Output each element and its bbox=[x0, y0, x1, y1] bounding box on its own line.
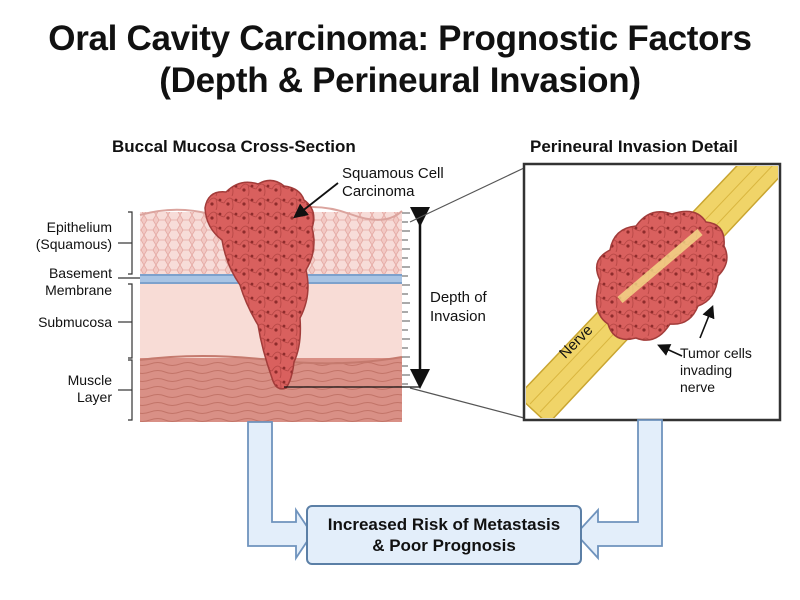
tumor-cells-line-1: Tumor cells bbox=[680, 345, 752, 361]
tumor-label: Squamous Cell Carcinoma bbox=[342, 165, 444, 201]
outcome-box: Increased Risk of Metastasis & Poor Prog… bbox=[306, 505, 582, 565]
left-flow-arrow bbox=[247, 421, 314, 561]
tumor-pointer bbox=[293, 182, 339, 219]
depth-ruler bbox=[402, 212, 410, 385]
cross-section-heading: Buccal Mucosa Cross-Section bbox=[112, 137, 356, 156]
muscle-label-line-1: Muscle bbox=[67, 372, 112, 388]
tumor-cells-pointer-2 bbox=[657, 344, 683, 357]
epithelium-label: Epithelium (Squamous) bbox=[36, 219, 112, 253]
tumor-cluster bbox=[595, 210, 728, 341]
tumor-cells-label: Tumor cells invading nerve bbox=[680, 345, 752, 396]
right-flow-arrow bbox=[574, 419, 663, 561]
tumor-cells-line-2: invading bbox=[680, 362, 733, 378]
muscle-layer-label: Muscle Layer bbox=[68, 372, 112, 406]
depth-label-line-2: Invasion bbox=[430, 308, 486, 325]
page-title: Oral Cavity Carcinoma: Prognostic Factor… bbox=[0, 18, 800, 102]
submucosa-label: Submucosa bbox=[38, 314, 112, 330]
epithelium-label-line-1: Epithelium bbox=[46, 219, 112, 235]
zoom-connector bbox=[409, 167, 525, 419]
basement-label-line-1: Basement bbox=[48, 265, 112, 281]
basement-membrane-label: Basement Membrane bbox=[45, 265, 112, 299]
tumor-cells-pointer-1 bbox=[699, 305, 715, 339]
tumor-cells-line-3: nerve bbox=[680, 379, 716, 395]
depth-label-line-1: Depth of bbox=[430, 289, 487, 306]
muscle-label-line-2: Layer bbox=[76, 389, 112, 405]
perineural-heading: Perineural Invasion Detail bbox=[530, 137, 738, 156]
epithelium-label-line-2: (Squamous) bbox=[35, 236, 112, 252]
layer-brackets bbox=[118, 211, 140, 421]
depth-label: Depth of Invasion bbox=[430, 288, 487, 326]
outcome-line-1: Increased Risk of Metastasis bbox=[327, 515, 561, 534]
tumor-label-line-2: Carcinoma bbox=[342, 183, 415, 200]
outcome-line-2: & Poor Prognosis bbox=[372, 536, 516, 555]
tumor-mass bbox=[204, 179, 315, 390]
title-line-1: Oral Cavity Carcinoma: Prognostic Factor… bbox=[48, 19, 752, 58]
title-line-2: (Depth & Perineural Invasion) bbox=[159, 61, 641, 100]
perineural-illustration bbox=[526, 166, 778, 418]
tumor-label-line-1: Squamous Cell bbox=[342, 165, 444, 182]
basement-label-line-2: Membrane bbox=[45, 282, 112, 298]
